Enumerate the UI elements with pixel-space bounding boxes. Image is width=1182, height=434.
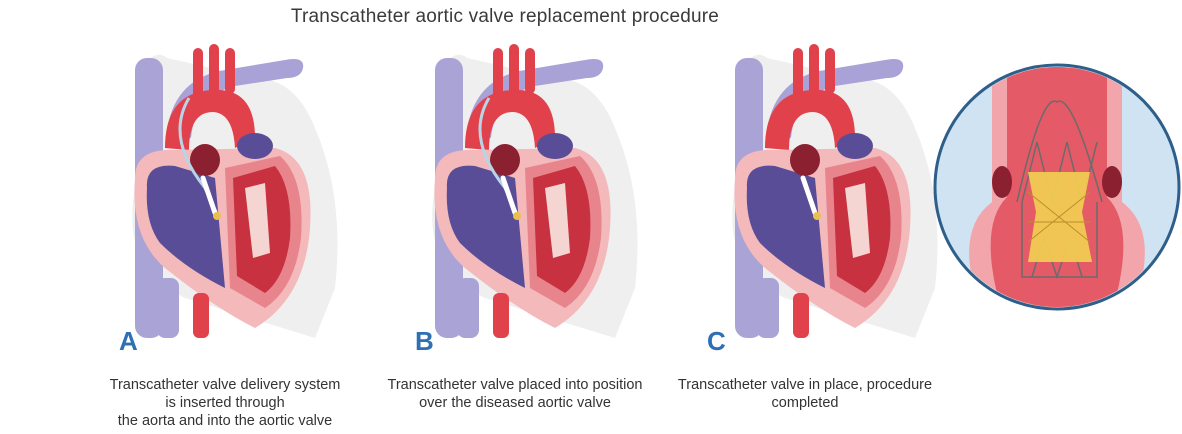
- panel-a: A Transcatheter valve delivery system is…: [105, 38, 405, 434]
- panel-b: B Transcatheter valve placed into positi…: [405, 38, 705, 434]
- panel-caption-a: Transcatheter valve delivery system is i…: [75, 376, 375, 430]
- panel-caption-c: Transcatheter valve in place, procedure …: [665, 376, 945, 412]
- panel-label-b: B: [415, 326, 434, 357]
- caption-line: Transcatheter valve delivery system: [75, 376, 375, 394]
- caption-line: the aorta and into the aortic valve: [75, 412, 375, 430]
- heart-svg: [105, 38, 345, 338]
- caption-line: is inserted through: [75, 394, 375, 412]
- panel-label-c: C: [707, 326, 726, 357]
- heart-svg: [705, 38, 945, 338]
- caption-line: completed: [665, 394, 945, 412]
- caption-line: over the diseased aortic valve: [365, 394, 665, 412]
- valve-closeup: [932, 62, 1182, 312]
- caption-line: Transcatheter valve placed into position: [365, 376, 665, 394]
- panel-label-a: A: [119, 326, 138, 357]
- panel-caption-b: Transcatheter valve placed into position…: [365, 376, 665, 412]
- heart-svg: [405, 38, 645, 338]
- diagram-title: Transcatheter aortic valve replacement p…: [0, 6, 1010, 28]
- caption-line: Transcatheter valve in place, procedure: [665, 376, 945, 394]
